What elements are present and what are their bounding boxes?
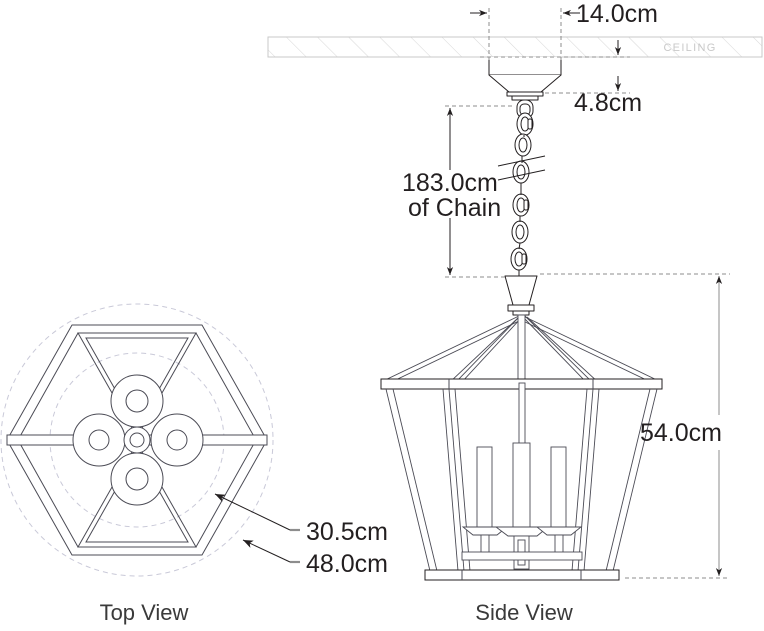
top-view-label: Top View bbox=[100, 600, 189, 625]
socket-group bbox=[72, 374, 204, 506]
chain-length-label-line2: of Chain bbox=[408, 194, 501, 222]
ceiling-label: CEILING bbox=[663, 42, 716, 54]
bobeche-center bbox=[494, 526, 550, 537]
dimension-canopy-height: 4.8cm bbox=[480, 40, 642, 117]
callout-label-30: 30.5cm bbox=[306, 518, 388, 546]
chain-assembly bbox=[497, 99, 546, 276]
canopy bbox=[488, 57, 562, 101]
callout-label-48: 48.0cm bbox=[306, 550, 388, 578]
callout-leader-30 bbox=[214, 493, 291, 531]
candle-right bbox=[550, 446, 567, 528]
lantern-base bbox=[424, 569, 620, 581]
dimension-chain-length: 183.0cm of Chain bbox=[402, 105, 512, 278]
chain-break-symbol bbox=[497, 155, 546, 181]
candle-left bbox=[476, 446, 493, 528]
lantern-roof bbox=[380, 314, 662, 388]
ceiling-band: CEILING bbox=[267, 36, 763, 58]
dimension-canopy-width: 14.0cm bbox=[470, 0, 658, 60]
canopy-width-label: 14.0cm bbox=[576, 0, 658, 28]
candle-cluster bbox=[461, 382, 583, 570]
candle-crossbar bbox=[461, 551, 583, 561]
hexagon-web bbox=[77, 332, 197, 548]
outer-dashed-circle bbox=[0, 303, 274, 577]
lantern-hanger bbox=[504, 275, 538, 316]
fixture-height-label: 54.0cm bbox=[640, 419, 722, 447]
dimension-fixture-height: 54.0cm bbox=[540, 273, 730, 579]
bobeche-left bbox=[461, 526, 509, 536]
chain-length-label-line1: 183.0cm bbox=[402, 169, 498, 197]
side-view-label: Side View bbox=[475, 600, 573, 625]
lantern-frame bbox=[385, 388, 658, 572]
top-view bbox=[0, 303, 274, 577]
bobeche-right bbox=[535, 526, 583, 536]
candle-center bbox=[512, 442, 531, 528]
chain-links bbox=[510, 112, 534, 276]
canopy-height-label: 4.8cm bbox=[574, 89, 642, 117]
top-view-callouts: 30.5cm 48.0cm bbox=[214, 493, 388, 578]
callout-leader-48 bbox=[242, 539, 291, 563]
